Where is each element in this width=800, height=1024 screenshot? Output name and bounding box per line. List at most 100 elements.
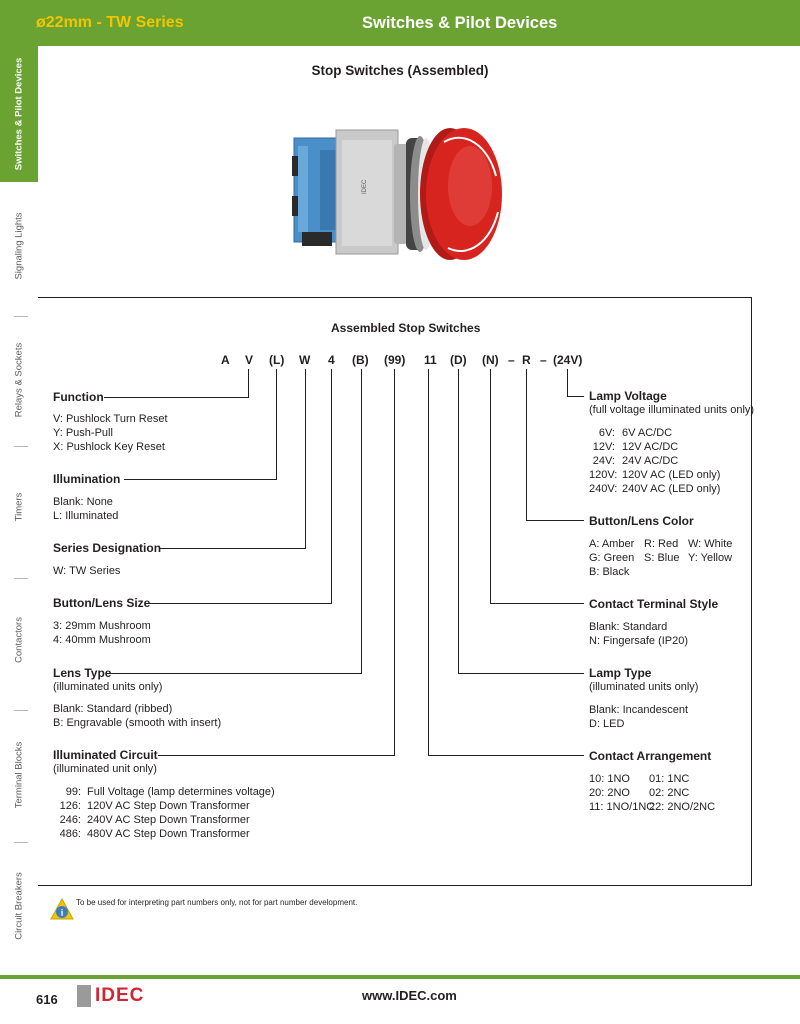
svg-text:i: i	[61, 908, 64, 918]
color-option: Y: Yellow	[688, 552, 733, 564]
leader-line	[394, 369, 395, 756]
leader-line	[458, 369, 459, 674]
ordering-box	[38, 297, 752, 886]
leader-line	[104, 397, 249, 398]
leader-line	[331, 369, 332, 604]
code-char: (N)	[482, 353, 499, 367]
leader-line	[361, 369, 362, 674]
terminal-heading: Contact Terminal Style	[589, 597, 719, 611]
series-heading: Series Designation	[53, 541, 162, 555]
sidebar-item-timers[interactable]: Timers	[13, 492, 25, 522]
lens-option: B: Engravable (smooth with insert)	[53, 717, 222, 729]
circuit-code: 99:	[65, 786, 81, 798]
size-heading: Button/Lens Size	[53, 596, 151, 610]
color-option: A: Amber	[589, 538, 635, 550]
code-char: (D)	[450, 353, 467, 367]
contact-option: 22: 2NO/2NC	[649, 801, 716, 813]
leader-line	[428, 755, 584, 756]
terminal-option: N: Fingersafe (IP20)	[589, 635, 689, 647]
lamp-type-subheading: (illuminated units only)	[589, 681, 699, 693]
terminal-option: Blank: Standard	[589, 621, 668, 633]
contact-option: 02: 2NC	[649, 787, 690, 799]
function-option: X: Pushlock Key Reset	[53, 441, 165, 453]
leader-line	[148, 603, 332, 604]
sidebar-item-signaling-lights[interactable]: Signaling Lights	[13, 212, 25, 280]
sidebar-divider	[14, 842, 28, 843]
code-char: W	[299, 353, 311, 367]
lamp-voltage-subheading: (full voltage illuminated units only)	[589, 404, 755, 416]
circuit-code: 486:	[59, 828, 81, 840]
code-char: –	[540, 353, 547, 367]
circuit-desc: 120V AC Step Down Transformer	[87, 800, 250, 812]
circuit-desc: 240V AC Step Down Transformer	[87, 814, 250, 826]
contact-option: 01: 1NC	[649, 773, 690, 785]
leader-line	[305, 369, 306, 549]
code-char: 4	[328, 353, 335, 367]
sidebar-item-relays[interactable]: Relays & Sockets	[13, 342, 25, 418]
leader-line	[124, 479, 277, 480]
size-option: 3: 29mm Mushroom	[53, 620, 151, 632]
color-option: B: Black	[589, 566, 630, 578]
page-title: Stop Switches (Assembled)	[311, 63, 489, 78]
code-char: (99)	[384, 353, 406, 367]
illumination-heading: Illumination	[53, 472, 121, 486]
lens-heading: Lens Type	[53, 666, 112, 680]
illumination-option: Blank: None	[53, 496, 113, 508]
stop-switch-photo: IDEC	[262, 86, 542, 292]
code-char: 11	[424, 353, 437, 367]
sidebar-active-tab	[0, 46, 38, 182]
circuit-subheading: (illuminated unit only)	[53, 763, 157, 775]
sidebar-item-circuit-breakers[interactable]: Circuit Breakers	[13, 872, 25, 940]
code-char: –	[508, 353, 515, 367]
sidebar-item-contactors[interactable]: Contactors	[13, 617, 25, 663]
disclaimer-note: To be used for interpreting part numbers…	[76, 898, 358, 907]
function-option: Y: Push-Pull	[53, 427, 113, 439]
code-char: (L)	[269, 353, 285, 367]
leader-line	[526, 520, 584, 521]
code-char: (B)	[352, 353, 369, 367]
sidebar-divider	[14, 446, 28, 447]
website-link[interactable]: www.IDEC.com	[362, 988, 457, 1003]
code-char: V	[245, 353, 254, 367]
section-title: Switches & Pilot Devices	[362, 14, 558, 32]
leader-line	[428, 369, 429, 756]
color-option: G: Green	[589, 552, 635, 564]
function-heading: Function	[53, 390, 104, 404]
sidebar-divider	[14, 578, 28, 579]
leader-line	[567, 396, 584, 397]
color-option: R: Red	[644, 538, 679, 550]
series-label: ø22mm - TW Series	[36, 14, 184, 31]
function-option: V: Pushlock Turn Reset	[53, 413, 168, 425]
sidebar-item-terminal-blocks[interactable]: Terminal Blocks	[13, 741, 25, 809]
leader-line	[160, 548, 306, 549]
sidebar-divider	[14, 710, 28, 711]
series-option: W: TW Series	[53, 565, 121, 577]
lamp-voltage-desc: 12V AC/DC	[622, 441, 679, 453]
leader-line	[490, 603, 584, 604]
lamp-voltage-code: 24V:	[592, 455, 615, 467]
lamp-type-option: Blank: Incandescent	[589, 704, 689, 716]
leader-line	[248, 369, 249, 398]
lamp-type-option: D: LED	[589, 718, 625, 730]
leader-line	[276, 369, 277, 480]
logo-text: IDEC	[95, 985, 145, 1006]
color-option: S: Blue	[644, 552, 680, 564]
info-icon: i	[50, 898, 74, 920]
color-heading: Button/Lens Color	[589, 514, 694, 528]
leader-line	[490, 369, 491, 604]
lamp-voltage-desc: 120V AC (LED only)	[622, 469, 721, 481]
lens-option: Blank: Standard (ribbed)	[53, 703, 173, 715]
contact-option: 20: 2NO	[589, 787, 630, 799]
logo-mark-icon	[77, 985, 91, 1007]
lamp-voltage-desc: 24V AC/DC	[622, 455, 679, 467]
circuit-code: 246:	[59, 814, 81, 826]
lamp-type-heading: Lamp Type	[589, 666, 652, 680]
leader-line	[110, 673, 362, 674]
code-char: (24V)	[553, 353, 583, 367]
circuit-desc: Full Voltage (lamp determines voltage)	[87, 786, 275, 798]
contact-option: 10: 1NO	[589, 773, 630, 785]
code-char: A	[221, 353, 230, 367]
leader-line	[458, 673, 584, 674]
contact-option: 11: 1NO/1NC	[589, 801, 655, 813]
lens-subheading: (illuminated units only)	[53, 681, 163, 693]
